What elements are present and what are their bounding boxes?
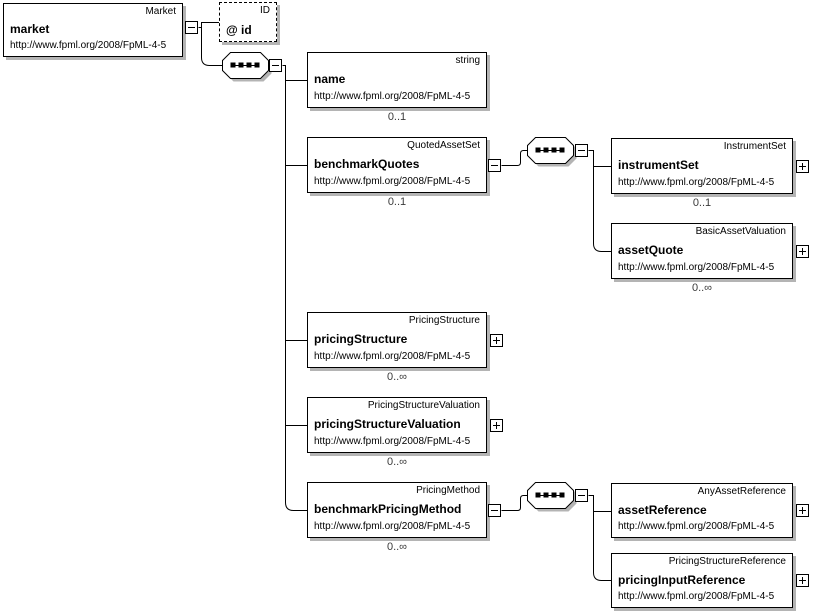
type-label: AnyAssetReference [697, 486, 786, 497]
type-label: InstrumentSet [723, 141, 786, 152]
attribute-name: @ id [226, 23, 252, 37]
cardinality-label: 0..1 [387, 111, 407, 123]
element-box-name[interactable]: string name http://www.fpml.org/2008/FpM… [307, 52, 487, 108]
element-box-pricingstructurevaluation[interactable]: PricingStructureValuation pricingStructu… [307, 397, 487, 453]
collapse-toggle-market[interactable] [185, 21, 198, 34]
namespace-label: http://www.fpml.org/2008/FpML-4-5 [314, 521, 471, 532]
collapse-toggle-bpm-sequence[interactable] [575, 489, 588, 502]
wire-market-to-sequence [201, 27, 223, 66]
cardinality-label: 0..∞ [386, 541, 408, 553]
namespace-label: http://www.fpml.org/2008/FpML-4-5 [618, 521, 775, 532]
wire-benchmarkquotes-to-sequence [501, 150, 528, 166]
type-label: PricingStructureReference [668, 556, 786, 567]
element-box-benchmarkpricingmethod[interactable]: PricingMethod benchmarkPricingMethod htt… [307, 482, 487, 538]
namespace-label: http://www.fpml.org/2008/FpML-4-5 [618, 262, 775, 273]
type-label: QuotedAssetSet [407, 140, 480, 151]
collapse-toggle-benchmarkquotes[interactable] [488, 159, 501, 172]
element-name: assetReference [618, 502, 707, 517]
type-label: string [455, 55, 480, 66]
namespace-label: http://www.fpml.org/2008/FpML-4-5 [314, 351, 471, 362]
collapse-toggle-bq-sequence[interactable] [575, 144, 588, 157]
cardinality-label: 0..∞ [386, 456, 408, 468]
element-box-pricingstructure[interactable]: PricingStructure pricingStructure http:/… [307, 312, 487, 368]
sequence-icon[interactable] [222, 52, 272, 82]
type-label: BasicAssetValuation [695, 226, 786, 237]
element-box-benchmarkquotes[interactable]: QuotedAssetSet benchmarkQuotes http://ww… [307, 137, 487, 193]
element-name: name [314, 72, 346, 86]
sequence-icon[interactable] [527, 482, 577, 512]
expand-toggle-pricingstructure[interactable] [490, 334, 503, 347]
element-name: pricingStructureValuation [314, 417, 461, 431]
wire-market-to-id [198, 22, 220, 28]
element-name: benchmarkQuotes [314, 157, 420, 171]
element-name: pricingInputReference [618, 572, 746, 587]
element-box-instrumentset[interactable]: InstrumentSet instrumentSet http://www.f… [611, 138, 793, 194]
type-label: ID [260, 5, 270, 16]
element-name: assetQuote [618, 243, 684, 257]
cardinality-label: 0..1 [387, 196, 407, 208]
type-label: PricingMethod [416, 485, 480, 496]
element-box-market[interactable]: Market market http://www.fpml.org/2008/F… [3, 3, 183, 57]
expand-toggle-pricingstructurevaluation[interactable] [490, 419, 503, 432]
wire-main-trunk [282, 65, 308, 511]
element-box-assetquote[interactable]: BasicAssetValuation assetQuote http://ww… [611, 223, 793, 279]
collapse-toggle-benchmarkpricingmethod[interactable] [488, 504, 501, 517]
expand-toggle-pricinginputreference[interactable] [796, 574, 809, 587]
attribute-box-id[interactable]: ID @ id [219, 2, 277, 42]
wire-bpm-trunk [588, 495, 612, 581]
sequence-icon[interactable] [527, 137, 577, 167]
cardinality-label: 0..1 [692, 197, 712, 209]
element-name: instrumentSet [618, 158, 699, 172]
expand-toggle-instrumentset[interactable] [796, 160, 809, 173]
namespace-label: http://www.fpml.org/2008/FpML-4-5 [314, 436, 471, 447]
cardinality-label: 0..∞ [386, 371, 408, 383]
type-label: PricingStructure [408, 315, 480, 326]
namespace-label: http://www.fpml.org/2008/FpML-4-5 [10, 40, 167, 51]
element-box-pricinginputreference[interactable]: PricingStructureReference pricingInputRe… [611, 553, 793, 608]
namespace-label: http://www.fpml.org/2008/FpML-4-5 [314, 91, 471, 102]
namespace-label: http://www.fpml.org/2008/FpML-4-5 [618, 177, 775, 188]
namespace-label: http://www.fpml.org/2008/FpML-4-5 [314, 176, 471, 187]
wire-benchmarkpricingmethod-to-sequence [501, 495, 528, 511]
type-label: Market [145, 6, 176, 17]
expand-toggle-assetreference[interactable] [796, 504, 809, 517]
namespace-label: http://www.fpml.org/2008/FpML-4-5 [618, 591, 775, 602]
expand-toggle-assetquote[interactable] [796, 245, 809, 258]
element-box-assetreference[interactable]: AnyAssetReference assetReference http://… [611, 483, 793, 538]
collapse-toggle-main-sequence[interactable] [269, 59, 282, 72]
type-label: PricingStructureValuation [367, 400, 480, 411]
element-name: market [10, 22, 50, 36]
wire-bq-trunk [588, 150, 612, 252]
element-name: pricingStructure [314, 332, 408, 346]
element-name: benchmarkPricingMethod [314, 502, 462, 516]
cardinality-label: 0..∞ [691, 282, 713, 294]
